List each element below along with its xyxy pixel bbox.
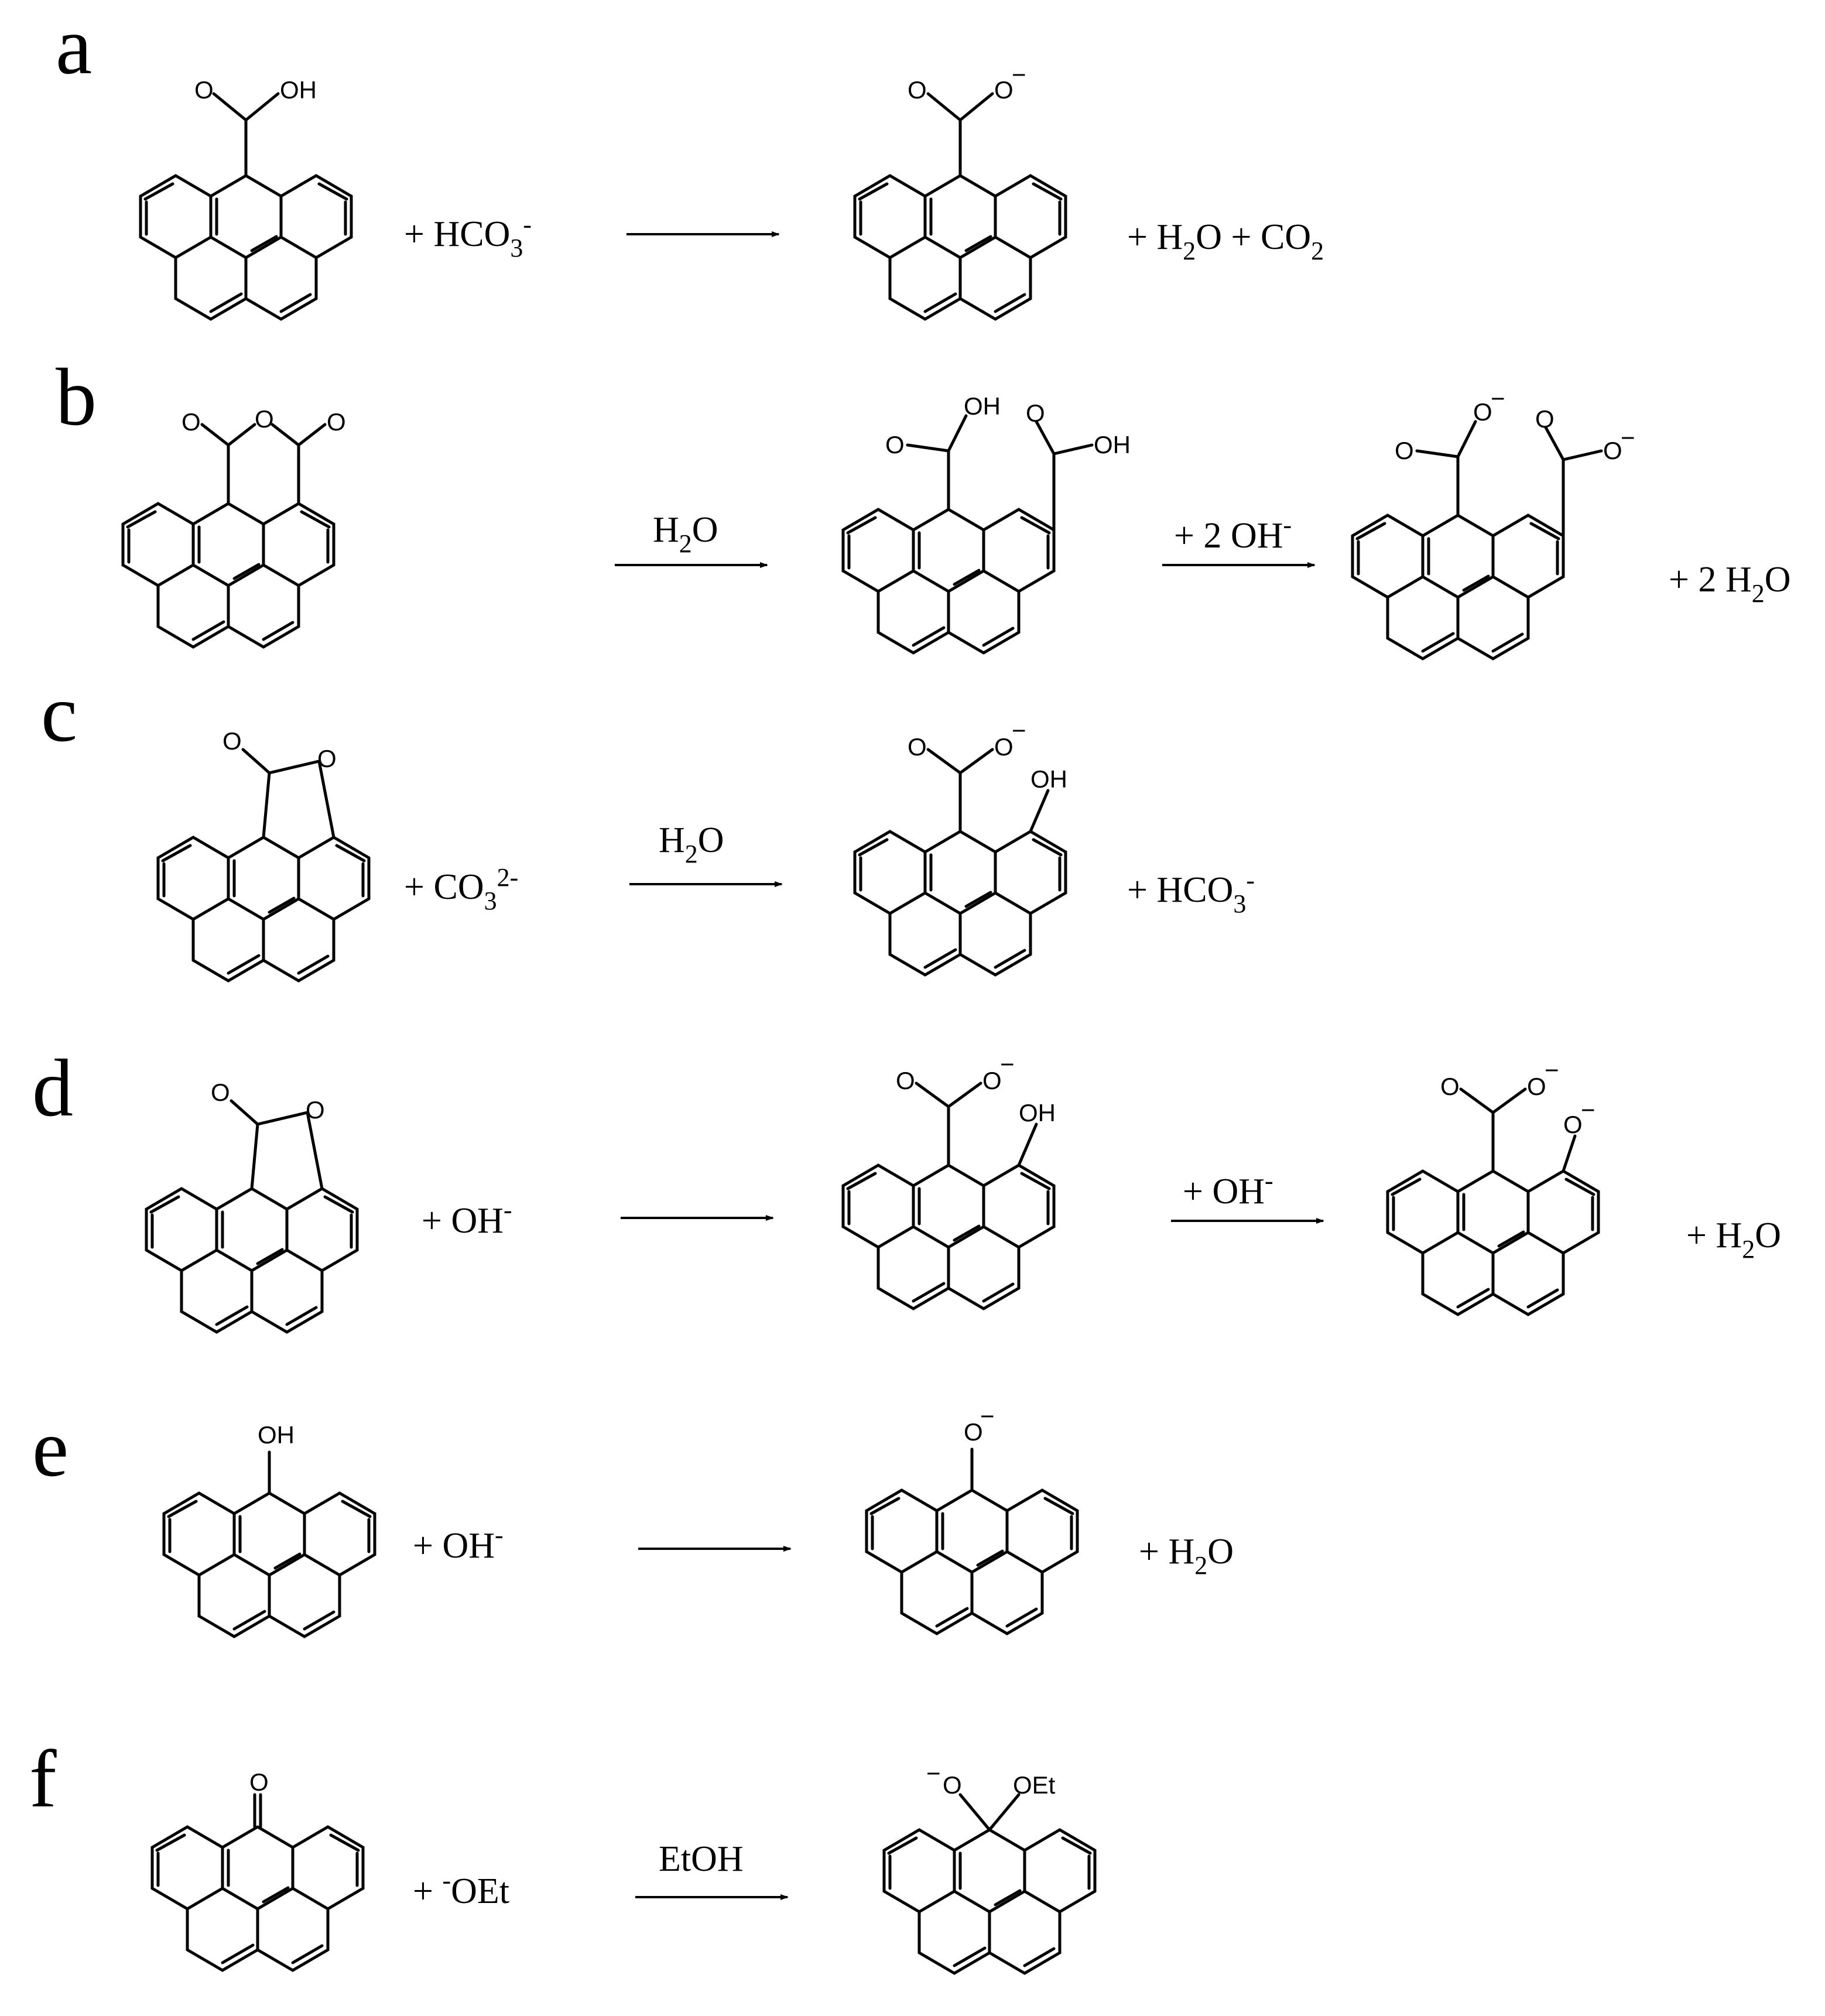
reactant-molecule: O xyxy=(152,1768,363,1970)
reactant-molecule: O OH xyxy=(141,76,351,319)
charge-label: − xyxy=(1012,717,1026,744)
reactant-extra: + OH- xyxy=(422,1196,512,1241)
reaction-condition: + 2 OH- xyxy=(1174,511,1292,556)
reactant-molecule: OH xyxy=(164,1421,375,1637)
charge-label: − xyxy=(1545,1056,1559,1084)
panel-a: a O OH + HCO3- O O − + H2O + CO2 xyxy=(56,1,1324,319)
intermediate-molecule: O OH O OH xyxy=(843,392,1131,653)
atom-label: O xyxy=(255,405,274,433)
reactant-extra: + HCO3- xyxy=(404,210,532,262)
charge-label: − xyxy=(980,1402,995,1430)
charge-label: − xyxy=(1581,1096,1595,1124)
panel-label: d xyxy=(32,1043,73,1134)
panel-e: e OH + OH- O − + H2O xyxy=(32,1402,1234,1637)
atom-label: O xyxy=(908,76,927,104)
atom-label: O xyxy=(1535,405,1554,433)
reaction-condition: H2O xyxy=(653,510,718,558)
atom-label: O xyxy=(943,1771,962,1799)
reactant-molecule: O O O xyxy=(123,405,346,647)
atom-label: OH xyxy=(258,1421,295,1449)
atom-label: O xyxy=(249,1768,269,1796)
charge-label: − xyxy=(1491,385,1505,412)
atom-label: O xyxy=(982,1067,1002,1094)
panel-d: d O O + OH- O O − OH + OH- xyxy=(32,1043,1781,1332)
atom-label: O xyxy=(1026,399,1045,427)
charge-label: − xyxy=(1000,1050,1015,1078)
atom-label: O xyxy=(1473,398,1492,426)
product-extra: + 2 H2O xyxy=(1669,560,1791,608)
atom-label: O xyxy=(1527,1073,1546,1100)
reaction-condition: EtOH xyxy=(659,1839,744,1879)
atom-label: O xyxy=(994,76,1013,104)
product-extra: + H2O + CO2 xyxy=(1127,217,1324,265)
product-extra: + H2O xyxy=(1686,1216,1781,1264)
charge-label: − xyxy=(1621,424,1635,451)
atom-label: OH xyxy=(1030,765,1067,793)
atom-label: O xyxy=(896,1067,915,1094)
atom-label: OH xyxy=(1019,1099,1056,1127)
panel-label: c xyxy=(41,668,77,759)
atom-label: OH xyxy=(280,76,317,104)
product-molecule: O O − O − xyxy=(1388,1056,1598,1315)
product-molecule: O O − xyxy=(855,61,1066,319)
atom-label: O xyxy=(964,1418,983,1446)
panel-c: c O O + CO32- H2O O O − OH + HCO3- xyxy=(41,668,1255,981)
atom-label: O xyxy=(908,733,927,761)
panel-b: b O O O H2O O OH O OH + 2 O xyxy=(56,352,1791,659)
atom-label: O xyxy=(317,745,337,772)
atom-label: O xyxy=(1603,437,1622,464)
panel-f: f O + -OEt EtOH O − OEt xyxy=(29,1734,1095,1973)
reaction-condition: H2O xyxy=(659,820,724,868)
reactant-extra: + OH- xyxy=(413,1521,504,1566)
panel-label: a xyxy=(56,1,92,91)
atom-label: O xyxy=(194,76,214,104)
atom-label: O xyxy=(1440,1073,1460,1100)
reactant-molecule: O O xyxy=(146,1079,357,1332)
atom-label: O xyxy=(1395,437,1414,464)
atom-label: O xyxy=(327,408,346,436)
product-molecule: O − OEt xyxy=(884,1760,1095,1973)
atom-label: O xyxy=(1563,1111,1583,1138)
product-molecule: O O − O O − xyxy=(1353,385,1635,659)
charge-label: − xyxy=(1012,61,1026,88)
atom-label: OH xyxy=(1094,431,1131,458)
reaction-condition: + OH- xyxy=(1183,1166,1273,1211)
atom-label: O xyxy=(306,1096,325,1124)
atom-label: O xyxy=(885,431,905,458)
atom-label: O xyxy=(182,408,201,436)
reactant-molecule: O O xyxy=(158,727,369,981)
panel-label: f xyxy=(29,1734,57,1825)
product-molecule: O − xyxy=(867,1402,1077,1634)
panel-label: b xyxy=(56,352,97,443)
product-extra: + H2O xyxy=(1139,1532,1234,1580)
product-molecule: O O − OH xyxy=(855,717,1067,975)
atom-label: O xyxy=(222,727,242,755)
atom-label: O xyxy=(211,1079,230,1106)
product-extra: + HCO3- xyxy=(1127,866,1255,918)
atom-label: OEt xyxy=(1013,1771,1056,1799)
atom-label: OH xyxy=(964,392,1001,420)
intermediate-molecule: O O − OH xyxy=(843,1050,1056,1309)
reactant-extra: + -OEt xyxy=(413,1866,509,1911)
panel-label: e xyxy=(32,1403,69,1494)
charge-label: − xyxy=(926,1760,941,1787)
atom-label: O xyxy=(994,733,1013,761)
reactant-extra: + CO32- xyxy=(404,863,518,915)
